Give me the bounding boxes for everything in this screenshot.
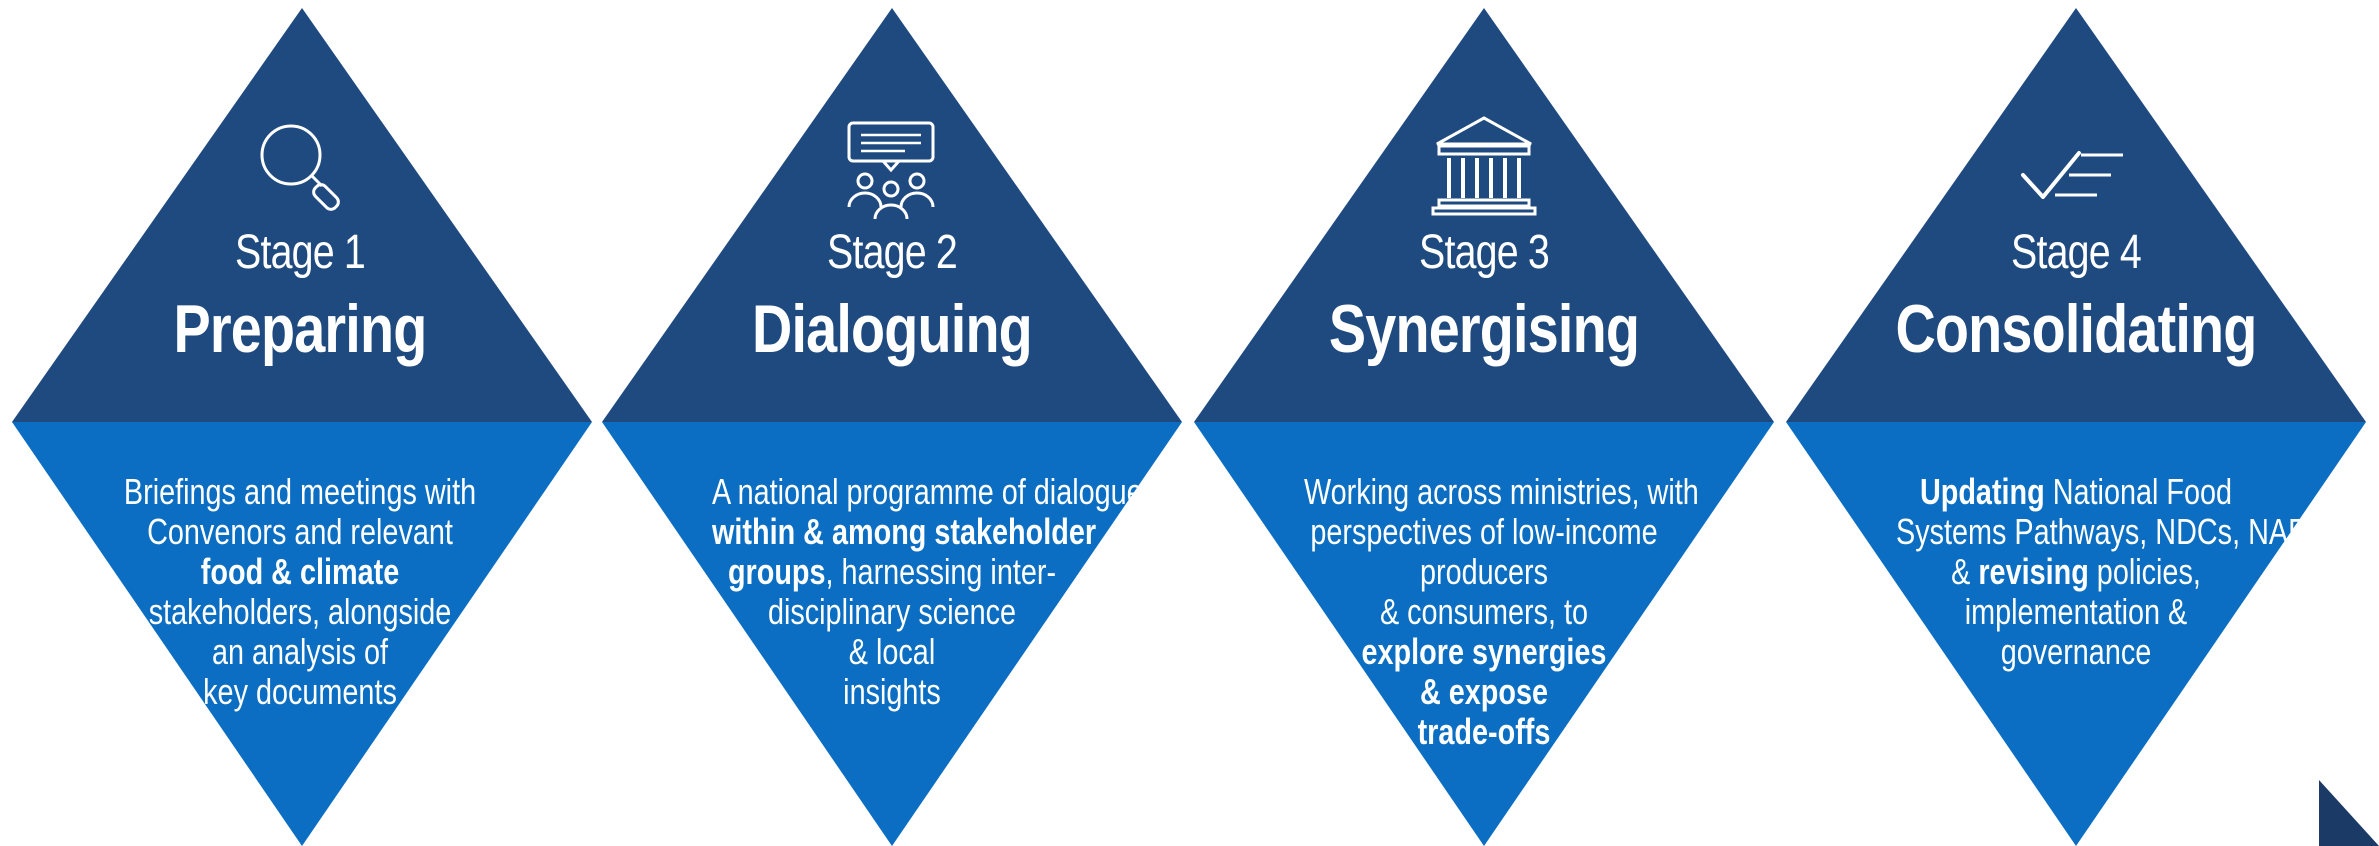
stage-3-label: Stage 3 bbox=[1419, 226, 1550, 279]
description-text: Systems Pathways, NDCs, NAPs bbox=[1896, 511, 2322, 552]
description-text: Working across ministries, with bbox=[1304, 471, 1699, 512]
stage-2-label: Stage 2 bbox=[827, 226, 958, 279]
description-line: & consumers, to bbox=[1304, 592, 1664, 632]
magnifier-icon bbox=[260, 124, 340, 211]
description-bold-text: food & climate bbox=[200, 551, 400, 592]
description-text: & consumers, to bbox=[1379, 591, 1589, 632]
description-bold-text: revising bbox=[1978, 551, 2089, 592]
description-bold-text: & expose bbox=[1419, 671, 1549, 712]
description-line: disciplinary science bbox=[712, 592, 1072, 632]
description-line: & expose bbox=[1304, 672, 1664, 712]
description-text: disciplinary science bbox=[767, 591, 1017, 632]
description-line: A national programme of dialogues bbox=[712, 472, 1157, 512]
description-text: A national programme of dialogues bbox=[712, 471, 1158, 512]
dialogue-group-icon bbox=[847, 121, 935, 220]
description-line: an analysis of bbox=[120, 632, 480, 672]
description-line: Systems Pathways, NDCs, NAPs bbox=[1896, 512, 2322, 552]
description-line: & revising policies, bbox=[1896, 552, 2256, 592]
description-bold-text: trade-offs bbox=[1417, 711, 1551, 752]
description-line: Convenors and relevant bbox=[120, 512, 480, 552]
stage-1-title: Preparing bbox=[173, 291, 428, 367]
description-text: key documents bbox=[203, 671, 397, 712]
corner-triangle-decoration bbox=[2319, 780, 2379, 846]
description-line: perspectives of low-income bbox=[1304, 512, 1664, 552]
description-text: an analysis of bbox=[211, 631, 389, 672]
description-line: within & among stakeholder bbox=[712, 512, 1096, 552]
stage-4: Stage 4 Consolidating Updating National … bbox=[1776, 0, 2376, 846]
stage-4-diamond bbox=[1786, 8, 2366, 846]
description-line: trade-offs bbox=[1304, 712, 1664, 752]
description-text: , harnessing inter- bbox=[825, 551, 1057, 592]
stage-1-label: Stage 1 bbox=[235, 226, 366, 279]
description-line: groups, harnessing inter- bbox=[712, 552, 1072, 592]
description-text: producers bbox=[1419, 551, 1549, 592]
stage-4-label: Stage 4 bbox=[2011, 226, 2142, 279]
description-bold-text: within & among stakeholder bbox=[712, 511, 1097, 552]
description-text: insights bbox=[843, 671, 941, 712]
description-line: governance bbox=[1896, 632, 2256, 672]
description-bold-text: groups bbox=[727, 551, 826, 592]
description-line: insights bbox=[712, 672, 1072, 712]
stage-2: Stage 2 Dialoguing A national programme … bbox=[592, 0, 1192, 846]
stage-3: Stage 3 Synergising Working across minis… bbox=[1184, 0, 1784, 846]
description-line: key documents bbox=[120, 672, 480, 712]
description-text: policies, bbox=[2088, 551, 2201, 592]
stage-3-title: Synergising bbox=[1328, 291, 1640, 367]
description-text: perspectives of low-income bbox=[1310, 511, 1658, 552]
stage-2-title: Dialoguing bbox=[752, 291, 1033, 367]
description-bold-text: Updating bbox=[1919, 471, 2045, 512]
description-bold-text: explore synergies bbox=[1361, 631, 1607, 672]
description-line: implementation & bbox=[1896, 592, 2256, 632]
description-text: National Food bbox=[2044, 471, 2233, 512]
description-line: stakeholders, alongside bbox=[120, 592, 480, 632]
description-text: Convenors and relevant bbox=[147, 511, 453, 552]
description-text: & bbox=[1951, 551, 1979, 592]
government-building-icon bbox=[1431, 116, 1537, 216]
description-line: Updating National Food bbox=[1896, 472, 2256, 512]
description-line: & local bbox=[712, 632, 1072, 672]
description-line: producers bbox=[1304, 552, 1664, 592]
stage-1: Stage 1 Preparing Briefings and meetings… bbox=[0, 0, 600, 846]
description-text: governance bbox=[2000, 631, 2152, 672]
description-text: implementation & bbox=[1964, 591, 2188, 632]
description-text: & local bbox=[848, 631, 936, 672]
description-line: Working across ministries, with bbox=[1304, 472, 1699, 512]
description-line: explore synergies bbox=[1304, 632, 1664, 672]
checklist-icon bbox=[2021, 151, 2123, 199]
description-line: food & climate bbox=[120, 552, 480, 592]
description-text: stakeholders, alongside bbox=[148, 591, 452, 632]
description-line: Briefings and meetings with bbox=[120, 472, 480, 512]
stage-1-diamond bbox=[12, 8, 592, 846]
stage-2-diamond bbox=[602, 8, 1182, 846]
stage-4-title: Consolidating bbox=[1895, 291, 2257, 367]
description-text: Briefings and meetings with bbox=[123, 471, 477, 512]
